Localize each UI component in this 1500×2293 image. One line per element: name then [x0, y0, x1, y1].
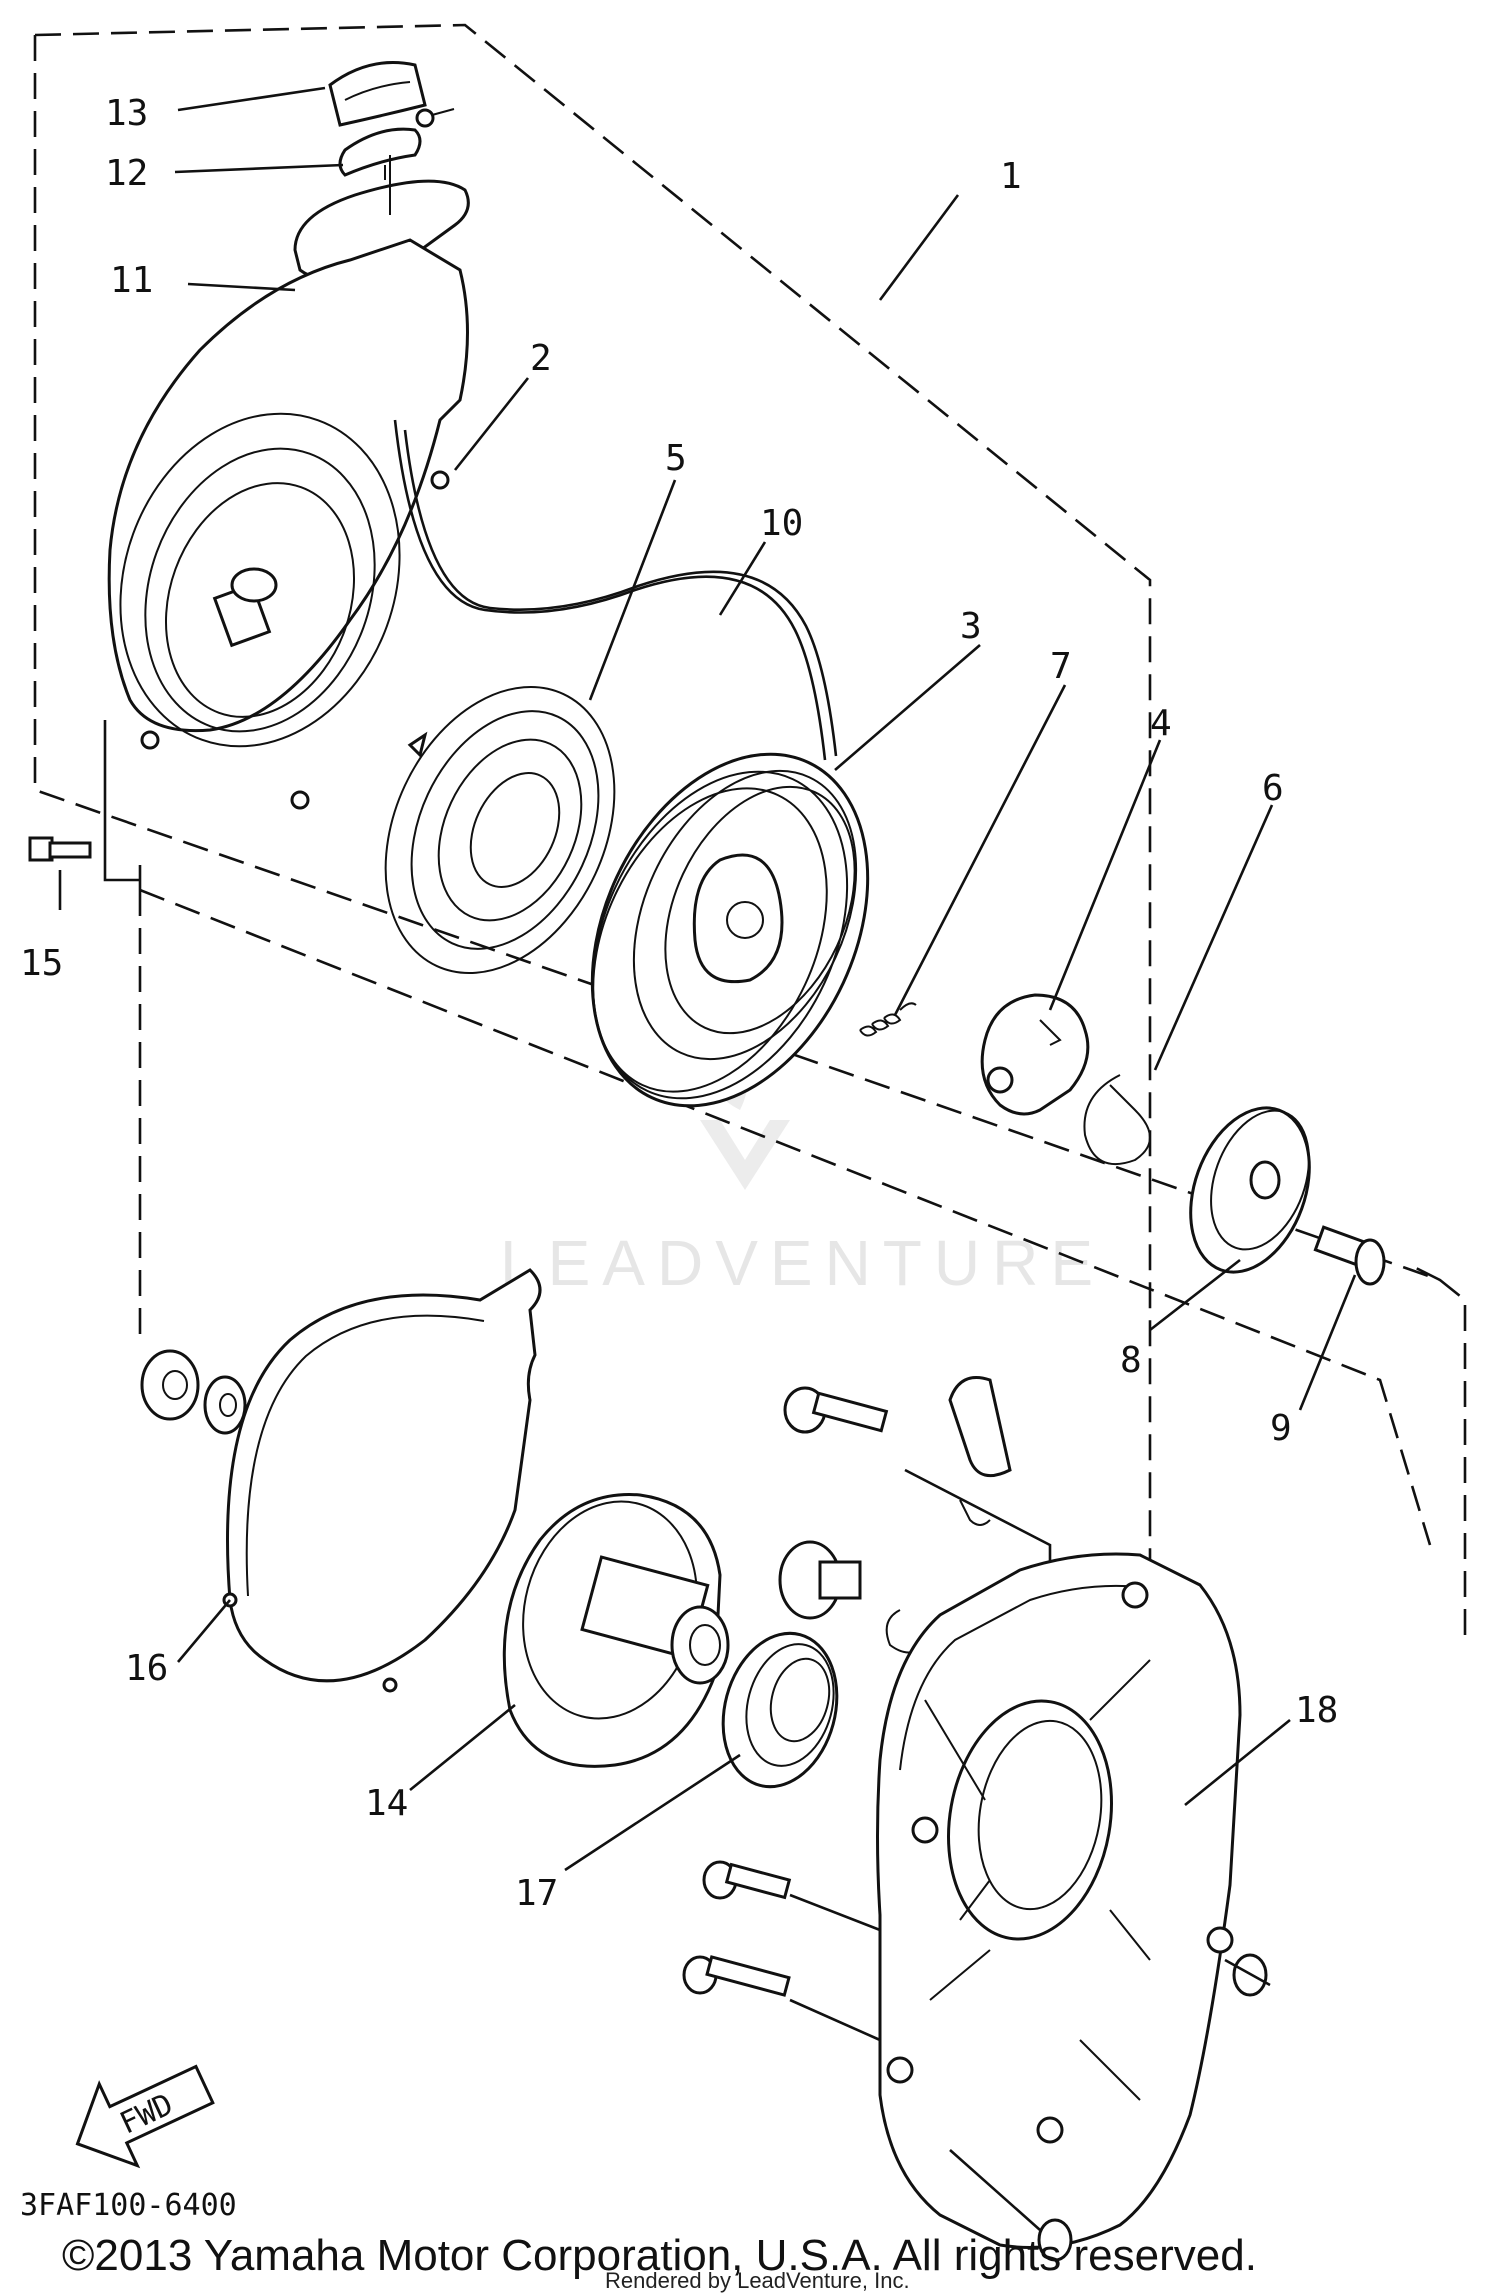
part-3-pulley	[590, 752, 870, 1108]
part-7-small-spring	[859, 1002, 917, 1037]
part-8-plate	[1189, 1106, 1311, 1274]
part-15-bolt	[28, 836, 92, 862]
callout-1: 1	[1000, 156, 1022, 197]
callout-11: 11	[110, 260, 153, 301]
leadventure-watermark: LEADVENTURE	[500, 1030, 1105, 1299]
diagram-code: 3FAF100-6400	[20, 2188, 237, 2223]
callout-13: 13	[105, 93, 148, 134]
lower-boundary	[138, 888, 1432, 1546]
callout-numbers: 1 2 3 4 5 6 7 8 9 10 11 12 13 14 15 16 1…	[20, 93, 1338, 1914]
callout-18: 18	[1295, 1690, 1338, 1731]
callout-3: 3	[960, 606, 982, 647]
part-16-gasket	[222, 1268, 542, 1693]
fwd-arrow: FWD	[75, 2064, 215, 2169]
callout-8: 8	[1120, 1340, 1142, 1381]
part-5-spring	[384, 685, 616, 975]
copyright-text: ©2013 Yamaha Motor Corporation, U.S.A. A…	[62, 2231, 1257, 2280]
part-13-cap	[328, 61, 427, 127]
part-2-starter-case	[107, 238, 469, 810]
callout-2: 2	[530, 338, 552, 379]
cable-guide	[948, 1376, 1012, 1526]
bearing-and-circlip	[778, 1540, 926, 1654]
part-6-clip	[1083, 1074, 1151, 1165]
part-12-clamp	[338, 108, 455, 177]
watermark-text: LEADVENTURE	[500, 1227, 1105, 1299]
callout-7: 7	[1050, 646, 1072, 687]
callout-4: 4	[1150, 703, 1172, 744]
part-18-cover	[876, 1552, 1242, 2249]
callout-17: 17	[515, 1873, 558, 1914]
part-10-rope	[393, 419, 838, 761]
cover-bolts	[682, 1860, 1271, 2262]
upper-bolt	[783, 1386, 889, 1434]
part-17-oil-seal	[721, 1631, 839, 1789]
callout-12: 12	[105, 153, 148, 194]
callout-10: 10	[760, 503, 803, 544]
part-4-pawl	[980, 993, 1090, 1116]
callout-6: 6	[1262, 768, 1284, 809]
part-9-bolt	[1313, 1225, 1386, 1286]
assembly-1-boundary	[33, 23, 1467, 1640]
part-14-sheave	[502, 1493, 730, 1768]
callout-9: 9	[1270, 1408, 1292, 1449]
callout-14: 14	[365, 1783, 408, 1824]
leader-lines	[58, 86, 1357, 1872]
bolt-15-bracket	[103, 720, 142, 890]
left-nut-washer	[140, 1349, 247, 1435]
callout-16: 16	[125, 1648, 168, 1689]
callout-15: 15	[20, 943, 63, 984]
callout-5: 5	[665, 438, 687, 479]
rendered-by-text: Rendered by LeadVenture, Inc.	[605, 2268, 910, 2293]
